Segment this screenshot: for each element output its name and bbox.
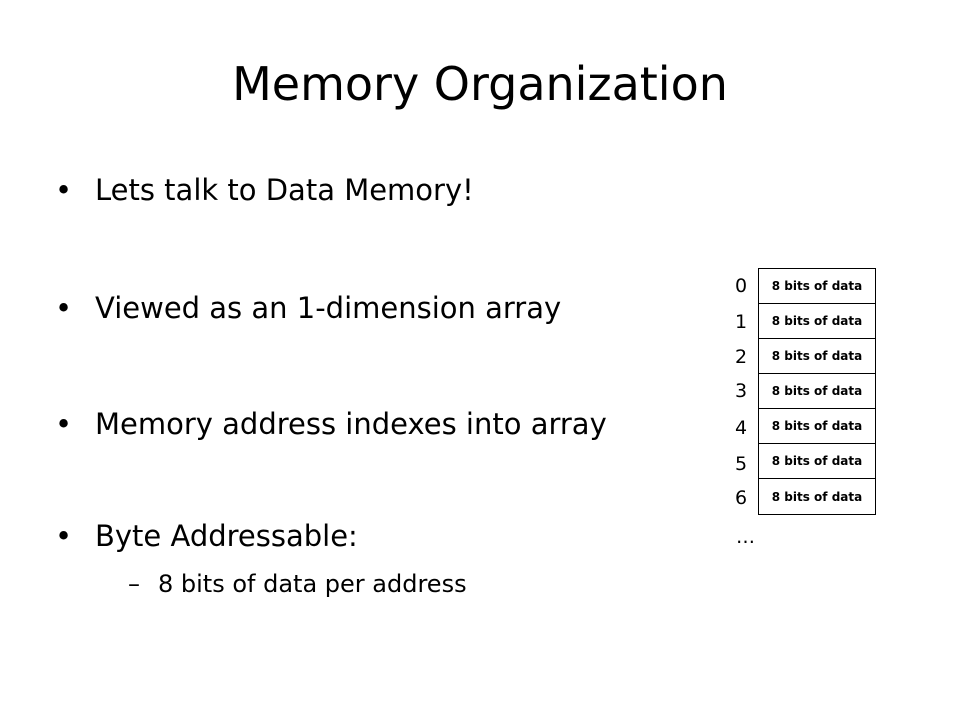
memory-index: 3 — [734, 380, 748, 402]
memory-cell: 8 bits of data — [759, 304, 875, 339]
memory-cell: 8 bits of data — [759, 374, 875, 409]
bullet-dot-icon: • — [55, 173, 73, 207]
memory-cell: 8 bits of data — [759, 444, 875, 479]
memory-index: 4 — [734, 417, 748, 439]
memory-index: 0 — [734, 275, 748, 297]
bullet-text: Lets talk to Data Memory! — [95, 173, 474, 207]
memory-index: 5 — [734, 453, 748, 475]
memory-index: 1 — [734, 311, 748, 333]
slide-title: Memory Organization — [232, 57, 728, 111]
memory-ellipsis: … — [736, 526, 755, 548]
bullet-dot-icon: • — [55, 407, 73, 441]
memory-index: 6 — [734, 487, 748, 509]
bullet-text: Byte Addressable: — [95, 519, 358, 553]
memory-cell: 8 bits of data — [759, 409, 875, 444]
bullet-text: Viewed as an 1-dimension array — [95, 291, 562, 325]
memory-cell: 8 bits of data — [771, 489, 863, 504]
sub-bullet-text: 8 bits of data per address — [158, 570, 467, 598]
memory-array: 8 bits of data 8 bits of data 8 bits of … — [758, 268, 876, 515]
bullet-dot-icon: • — [55, 519, 73, 553]
memory-index: 2 — [734, 346, 748, 368]
bullet-dot-icon: • — [55, 291, 73, 325]
bullet-text: Memory address indexes into array — [95, 407, 607, 441]
memory-cell: 8 bits of data — [759, 339, 875, 374]
memory-cell: 8 bits of data — [759, 269, 875, 304]
sub-bullet-dash-icon: – — [128, 570, 140, 598]
